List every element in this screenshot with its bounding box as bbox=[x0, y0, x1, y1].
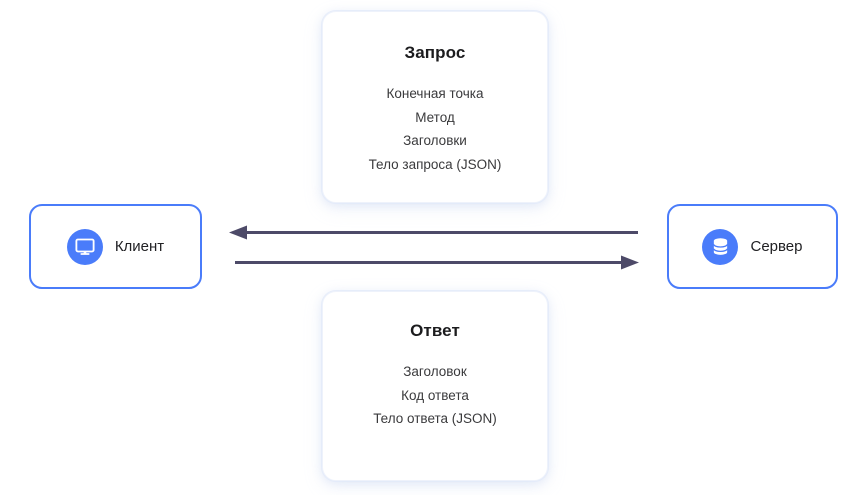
response-arrow bbox=[229, 225, 638, 240]
client-node-content: Клиент bbox=[66, 228, 165, 265]
response-line-header: Заголовок bbox=[403, 364, 467, 379]
request-line-headers: Заголовки bbox=[403, 133, 467, 148]
response-card-lines: Заголовок Код ответа Тело ответа (JSON) bbox=[323, 360, 547, 431]
request-card-title: Запрос bbox=[404, 43, 466, 62]
request-line-endpoint: Конечная точка bbox=[386, 86, 484, 101]
client-node-label: Клиент bbox=[114, 238, 165, 255]
server-node-label: Сервер bbox=[750, 238, 803, 255]
request-card: Запрос Конечная точка Метод Заголовки Те… bbox=[322, 11, 548, 203]
response-card-title: Ответ bbox=[410, 321, 460, 340]
response-line-body: Тело ответа (JSON) bbox=[373, 411, 497, 426]
request-card-lines: Конечная точка Метод Заголовки Тело запр… bbox=[323, 82, 547, 176]
request-arrow bbox=[235, 255, 639, 270]
client-node: Клиент bbox=[29, 204, 202, 289]
request-line-body: Тело запроса (JSON) bbox=[368, 156, 502, 172]
database-icon bbox=[702, 228, 739, 265]
monitor-icon bbox=[66, 228, 103, 265]
request-line-method: Метод bbox=[415, 109, 455, 125]
response-card: Ответ Заголовок Код ответа Тело ответа (… bbox=[322, 291, 548, 481]
server-node: Сервер bbox=[667, 204, 838, 289]
response-line-status-code: Код ответа bbox=[401, 387, 469, 403]
server-node-content: Сервер bbox=[702, 228, 803, 265]
